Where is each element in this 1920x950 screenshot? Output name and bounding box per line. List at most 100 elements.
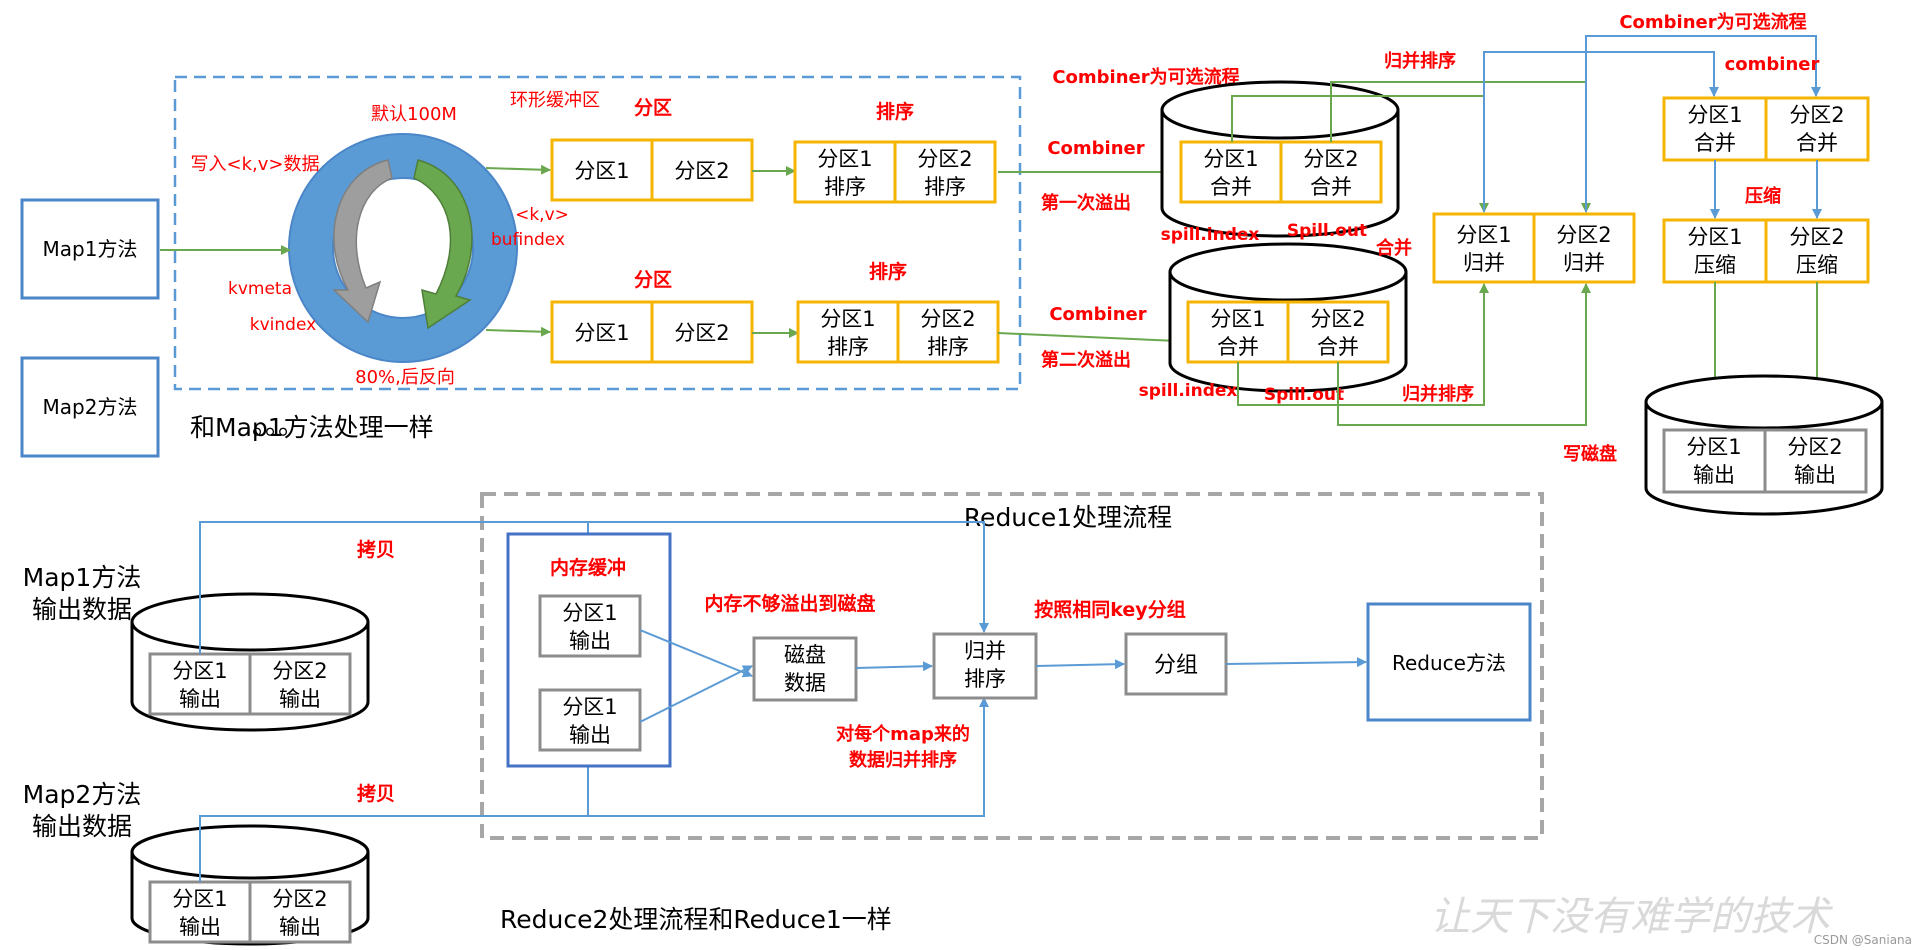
sort1-p1-top: 分区1: [817, 147, 872, 171]
memory-buffer-label: 内存缓冲: [550, 556, 626, 579]
bufindex-label: bufindex: [491, 230, 565, 250]
out-p1-bottom: 输出: [1693, 463, 1735, 487]
watermark-text: 让天下没有难学的技术: [1430, 894, 1833, 940]
cm-p1-bottom: 合并: [1694, 131, 1736, 155]
combiner-label-1: Combiner: [1047, 138, 1144, 159]
ring-buffer-hole: [332, 177, 474, 319]
map2-method-label: Map2方法: [43, 395, 138, 419]
csdn-credit: CSDN @Saniana: [1814, 933, 1912, 947]
map1-output-line2: 输出数据: [32, 595, 132, 624]
disk2-p1-top: 分区1: [1210, 307, 1265, 331]
m1-p1-top: 分区1: [172, 659, 227, 683]
kvindex-label: kvindex: [250, 315, 316, 335]
ring-buffer-label: 环形缓冲区: [510, 90, 600, 111]
out-p2-top: 分区2: [1787, 435, 1842, 459]
arrow-disk-to-merge: [855, 661, 933, 672]
map1-method-box: [20, 198, 160, 300]
merge-line-disk2-p2: [1337, 283, 1591, 426]
buffer-partition-1: [538, 594, 642, 658]
sort-title-2: 排序: [869, 260, 907, 283]
arrow-group-to-reduce: [1225, 657, 1367, 668]
partition2-cell: 分区2: [674, 159, 729, 183]
sort2-p2-bottom: 排序: [927, 335, 969, 359]
per-map-merge-line2: 数据归并排序: [849, 749, 957, 771]
disk-data-box: [752, 636, 858, 702]
spill-out-1: Spill.out: [1287, 221, 1367, 241]
cm-p1-top: 分区1: [1687, 103, 1742, 127]
reduce-method-box: [1366, 602, 1532, 722]
ellipsis-dots: 。。。: [252, 411, 304, 441]
disk2-p2-bottom: 合并: [1317, 335, 1359, 359]
merge-line-disk2-p1: [1237, 283, 1489, 406]
default-100m-label: 默认100M: [371, 104, 457, 125]
copy-line-map1-to-merge: [588, 521, 989, 633]
copy-line-map2-to-buffer: [199, 755, 593, 882]
copy-label-1: 拷贝: [357, 538, 395, 561]
partition-title-2: 分区: [634, 269, 672, 291]
sort1-p2-top: 分区2: [917, 147, 972, 171]
map2-output-line1: Map2方法: [23, 780, 142, 809]
green-arrow-icon: [413, 159, 473, 330]
combiner-lowercase-label: combiner: [1725, 54, 1820, 75]
combiner-line-1: [1483, 51, 1719, 212]
m1-p1-bottom: 输出: [179, 687, 221, 711]
disk-data-line2: 数据: [784, 671, 826, 695]
disk1-p2-top: 分区2: [1303, 147, 1358, 171]
arrow-buffer-to-partition-1: [485, 164, 551, 175]
m2-p1-bottom: 输出: [179, 915, 221, 939]
per-map-merge-line1: 对每个map来的: [836, 723, 970, 745]
group-by-key-label: 按照相同key分组: [1034, 598, 1185, 621]
combiner-line-2: [1585, 35, 1821, 212]
combiner-label-2: Combiner: [1049, 304, 1146, 325]
first-spill-label: 第一次溢出: [1041, 192, 1131, 214]
merged-p1-top: 分区1: [1456, 223, 1511, 247]
group-box: [1124, 632, 1228, 696]
reduce1-region: [480, 492, 1544, 840]
sort1-p1-bottom: 排序: [824, 175, 866, 199]
arrow-second-spill: [997, 332, 1179, 346]
merged-p2-top: 分区2: [1556, 223, 1611, 247]
write-disk-label: 写磁盘: [1563, 443, 1617, 465]
sort-title-1: 排序: [876, 100, 914, 123]
combiner-optional-label-1: Combiner为可选流程: [1052, 66, 1239, 88]
merge-sort-line2: 排序: [964, 667, 1006, 691]
group-label: 分组: [1154, 653, 1198, 678]
combiner-optional-label-2: Combiner为可选流程: [1619, 11, 1806, 33]
cp-p2-bottom: 压缩: [1796, 253, 1838, 277]
partition1-cell: 分区1: [574, 159, 629, 183]
reduce-method-label: Reduce方法: [1392, 651, 1506, 675]
map2-method-box: [20, 356, 160, 458]
copy-line-map2-to-merge: [588, 697, 989, 817]
merge-sort-line1: 归并: [964, 639, 1006, 663]
buf2-top: 分区1: [562, 695, 617, 719]
disk1-p1-bottom: 合并: [1210, 175, 1252, 199]
ring-buffer-region: [173, 75, 1022, 391]
buf2-bottom: 输出: [569, 723, 611, 747]
kvmeta-label: kvmeta: [228, 279, 292, 299]
map1-output-line1: Map1方法: [23, 563, 142, 592]
arrow-merge-to-group: [1035, 659, 1125, 670]
merged-p2-bottom: 归并: [1563, 251, 1605, 275]
cm-p2-top: 分区2: [1789, 103, 1844, 127]
merge-sort-label-1: 归并排序: [1384, 50, 1456, 72]
buf1-bottom: 输出: [569, 629, 611, 653]
sort2-p2-top: 分区2: [920, 307, 975, 331]
m2-p1-top: 分区1: [172, 887, 227, 911]
disk2-p2-top: 分区2: [1310, 307, 1365, 331]
buffer-partition-2: [538, 688, 642, 752]
disk1-p2-bottom: 合并: [1310, 175, 1352, 199]
arrow-buffer1-to-disk: [639, 629, 753, 678]
partition2-p2: 分区2: [674, 321, 729, 345]
merge-sort-label-2: 归并排序: [1402, 383, 1474, 405]
sort2-p1-bottom: 排序: [827, 335, 869, 359]
disk2-p1-bottom: 合并: [1217, 335, 1259, 359]
kv-label: <k,v>: [515, 205, 569, 225]
m1-p2-top: 分区2: [272, 659, 327, 683]
arrow-buffer2-to-disk: [639, 665, 753, 723]
disk1-p1-top: 分区1: [1203, 147, 1258, 171]
arrow-buffer-to-partition-2: [485, 326, 551, 337]
write-kv-label: 写入<k,v>数据: [191, 154, 320, 175]
map1-method-label: Map1方法: [43, 237, 138, 261]
